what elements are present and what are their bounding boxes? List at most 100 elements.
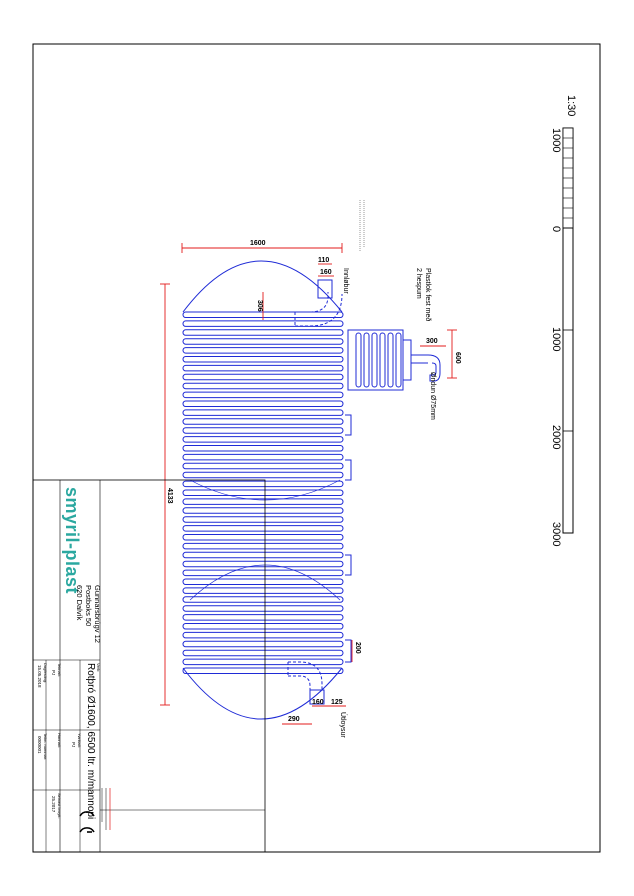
manhole-note-line1: Plastlok fest með bbox=[424, 268, 432, 321]
tank-rib bbox=[182, 551, 344, 559]
tank-rib bbox=[182, 498, 344, 505]
inlet-pipe-bend-outer bbox=[295, 293, 343, 327]
dimensions: 1600 110 160 306 4133 300 600 200 160 12… bbox=[160, 240, 461, 725]
outlet-pipe-bend bbox=[288, 661, 323, 690]
scale-label: 1:30 bbox=[565, 95, 577, 116]
teknad-value: PJ bbox=[51, 670, 56, 675]
inlet-pipe bbox=[294, 279, 343, 327]
tank-side-bump-2 bbox=[345, 459, 352, 481]
scale-tick-label-a: 1000 bbox=[550, 128, 562, 152]
tank-rib bbox=[182, 382, 344, 390]
tank-rib bbox=[182, 436, 344, 443]
tank-ribs bbox=[182, 311, 344, 674]
teikn-value: 0000001 bbox=[37, 736, 42, 754]
company-logo: smyril-plast bbox=[62, 487, 82, 594]
riser-ring bbox=[371, 332, 378, 388]
riser-ring bbox=[395, 332, 402, 388]
dim-label-4133: 4133 bbox=[166, 488, 173, 504]
riser-ring bbox=[387, 332, 394, 388]
tank-rib bbox=[182, 409, 344, 416]
tank-rib bbox=[182, 347, 344, 354]
outlet-pipe-bend-inner bbox=[288, 675, 311, 690]
dim-label-160: 160 bbox=[320, 269, 332, 276]
inlet-pipe-stub bbox=[317, 279, 333, 299]
dim-label-outlet-160: 160 bbox=[312, 699, 324, 706]
drawing-title: Rotþró Ø1600, 6500 ltr. m/mannopi bbox=[85, 663, 96, 819]
tank-rib bbox=[182, 373, 344, 381]
tank-rib bbox=[182, 542, 344, 550]
inlet-label: Innløbur bbox=[342, 268, 349, 294]
tank-rib bbox=[182, 320, 344, 327]
tank-rib bbox=[182, 649, 344, 657]
sidst-label: Seinast broytt: bbox=[57, 793, 62, 819]
yvirlitad-label: Yvirlitað: bbox=[77, 733, 82, 748]
address-line-2: Postboks 50 bbox=[84, 585, 93, 626]
tank-side-bump-4 bbox=[345, 639, 352, 663]
tank-rib bbox=[182, 489, 344, 496]
title-block: smyril-plast Gunnarsbrúgv 12 Postboks 50… bbox=[32, 479, 266, 853]
tank-rib bbox=[182, 578, 344, 585]
title-block-frame bbox=[32, 479, 266, 853]
verk-label: Verk: bbox=[96, 663, 101, 672]
vent-label: Øndun Ø75mm bbox=[429, 372, 436, 420]
scale-tick-label-c: 1000 bbox=[550, 327, 562, 351]
manhole-note-line2: 2 hespum bbox=[415, 268, 422, 299]
dim-label-306: 306 bbox=[256, 300, 263, 312]
tank-rib bbox=[182, 596, 344, 603]
tank-rib bbox=[182, 338, 344, 345]
dim-label-290: 290 bbox=[288, 716, 300, 723]
outlet-label: Útloysur bbox=[339, 712, 348, 738]
teknad-label: Teknað: bbox=[57, 663, 62, 677]
tank-rib bbox=[182, 516, 344, 523]
dim-label-1600: 1600 bbox=[250, 240, 266, 247]
scale-bar: 1:30 1000 0 1000 2000 3000 bbox=[550, 95, 577, 546]
tank-rib bbox=[182, 525, 344, 532]
tank-rib bbox=[182, 400, 344, 407]
tank-rib bbox=[182, 569, 344, 577]
manhole-riser bbox=[347, 329, 441, 391]
address-line-3: 620 Dalvík bbox=[75, 585, 84, 621]
outlet-pipe-stub bbox=[309, 689, 325, 705]
tank-rib bbox=[182, 560, 344, 568]
tank-rib bbox=[182, 462, 344, 470]
riser-lid bbox=[402, 339, 412, 381]
scale-tick-label-d: 2000 bbox=[550, 425, 562, 449]
tank-rib bbox=[182, 587, 344, 594]
tank-rib bbox=[182, 445, 344, 452]
hannad-label: Hannað: bbox=[57, 733, 62, 748]
address-line-1: Gunnarsbrúgv 12 bbox=[93, 585, 102, 643]
inlet-pipe-bend bbox=[295, 292, 329, 313]
dim-label-110: 110 bbox=[318, 257, 329, 264]
scale-ticks bbox=[563, 137, 573, 219]
riser-rings bbox=[355, 332, 402, 388]
tank-rib bbox=[182, 605, 344, 612]
ce-mark-icon bbox=[79, 811, 95, 833]
tank-rib bbox=[182, 364, 344, 372]
sidst-value: 25.2017 bbox=[51, 796, 56, 813]
tank-rib bbox=[182, 667, 344, 674]
dim-label-300: 300 bbox=[426, 338, 438, 345]
yvirlitad-value: PJ bbox=[71, 742, 76, 747]
tank-rib bbox=[182, 658, 344, 666]
sheet-frame bbox=[32, 43, 601, 853]
teikn-label: Teikn. nummar: bbox=[43, 733, 48, 760]
dim-label-outlet-125: 125 bbox=[331, 699, 343, 706]
tank bbox=[182, 260, 441, 720]
tank-bottom-cap bbox=[182, 667, 343, 720]
riser-ring bbox=[355, 332, 362, 388]
tank-rib bbox=[182, 356, 344, 363]
scale-tick-label-e: 3000 bbox=[550, 522, 562, 546]
tank-side-bump-1 bbox=[345, 414, 352, 436]
tank-rib bbox=[182, 534, 344, 541]
dato-label: Dagfesting: bbox=[43, 663, 48, 683]
riser-ring bbox=[379, 332, 386, 388]
tank-rib bbox=[182, 418, 344, 425]
red-warning-note bbox=[101, 788, 111, 830]
vent-hook bbox=[427, 354, 441, 382]
tank-rib bbox=[182, 427, 344, 434]
riser-ring bbox=[363, 332, 370, 388]
tank-rib bbox=[182, 329, 344, 336]
dim-label-600: 600 bbox=[454, 352, 461, 364]
tank-rib bbox=[182, 480, 344, 488]
